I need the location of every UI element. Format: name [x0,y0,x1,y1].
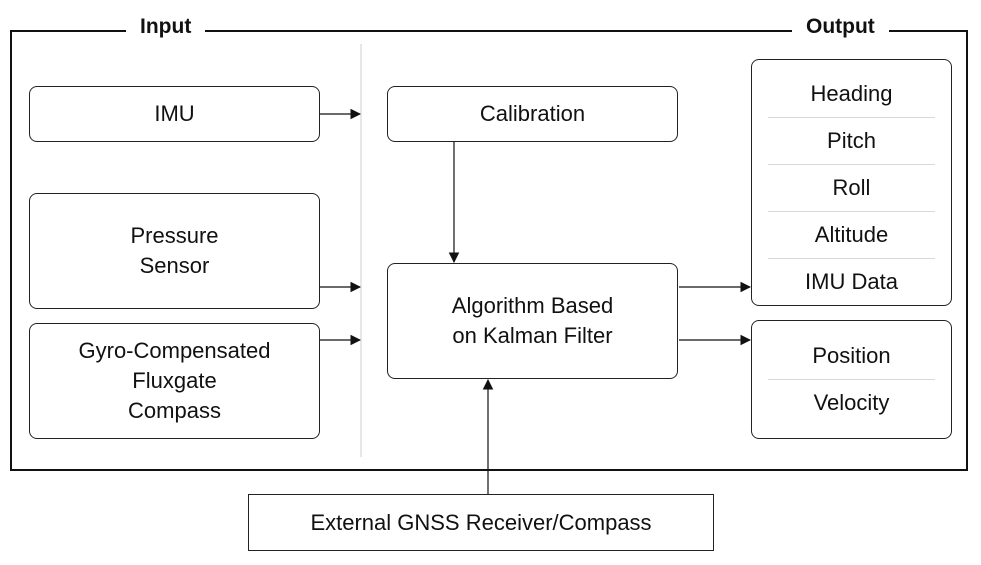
input-section-label: Input [126,13,206,41]
system-frame [10,30,968,471]
gnss-receiver-label: External GNSS Receiver/Compass [310,509,652,535]
output-altitude: Altitude [768,212,935,259]
calibration-box: Calibration [387,86,678,142]
navigation-output-box: Position Velocity [751,320,952,439]
orientation-output-box: Heading Pitch Roll Altitude IMU Data [751,59,952,306]
output-heading: Heading [768,71,935,118]
gnss-receiver-box: External GNSS Receiver/Compass [248,494,714,551]
kalman-filter-label: Algorithm Based on Kalman Filter [451,293,614,348]
output-roll: Roll [768,165,935,212]
fluxgate-compass-box: Gyro-Compensated Fluxgate Compass [29,323,320,439]
pressure-sensor-box: Pressure Sensor [29,193,320,309]
output-position: Position [768,333,935,380]
kalman-filter-box: Algorithm Based on Kalman Filter [387,263,678,379]
pressure-sensor-label: Pressure Sensor [130,223,219,278]
imu-label: IMU [154,101,195,126]
fluxgate-compass-label: Gyro-Compensated Fluxgate Compass [78,338,271,423]
output-section-label: Output [792,13,889,41]
calibration-label: Calibration [479,101,586,126]
imu-box: IMU [29,86,320,142]
output-pitch: Pitch [768,118,935,165]
output-velocity: Velocity [813,390,890,415]
output-imu-data: IMU Data [805,269,898,294]
